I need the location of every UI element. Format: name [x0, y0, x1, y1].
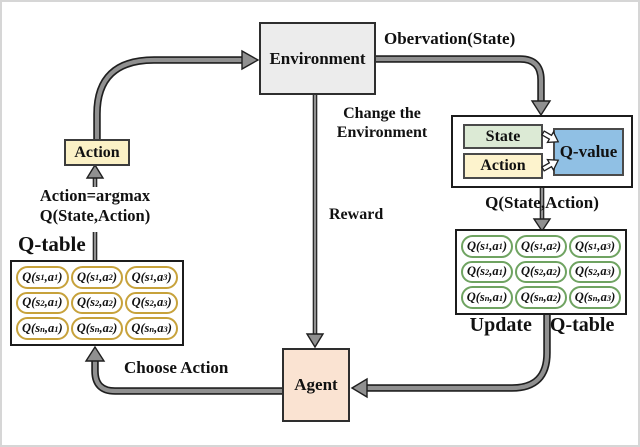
argmax-line1: Action=argmax	[39, 186, 151, 205]
q-state-action-label: Q(State,Action)	[485, 193, 599, 212]
arrow-qfunction-to-qtable	[532, 188, 552, 233]
action-box: Action	[64, 139, 130, 166]
action-box-label: Action	[74, 143, 120, 161]
qtable-title: Q-table	[18, 232, 86, 256]
choose-action-label: Choose Action	[124, 358, 229, 377]
agent-box: Agent	[282, 348, 350, 422]
reward-label: Reward	[329, 206, 384, 223]
update-qtable-word: Q-table	[549, 314, 615, 336]
mapping-arrows	[541, 130, 560, 172]
change-environment-label: Change the Environment	[326, 105, 438, 142]
update-word: Update	[469, 314, 532, 336]
observation-state-label: Obervation(State)	[384, 29, 516, 48]
state-label: State	[485, 127, 521, 145]
argmax-label: Action=argmax Q(State,Action)	[16, 186, 174, 226]
change-environment-line1: Change the	[343, 105, 421, 122]
environment-label: Environment	[269, 48, 366, 68]
action-input-label: Action	[480, 157, 526, 174]
argmax-line2: Q(State,Action)	[39, 206, 151, 225]
update-qtable-label: Update Q-table	[447, 314, 637, 337]
agent-label: Agent	[294, 375, 338, 394]
qvalue-box: Q-value	[553, 128, 624, 176]
environment-box: Environment	[259, 22, 376, 95]
arrow-action-to-environment	[93, 49, 260, 140]
arrow-qtable-to-action	[85, 163, 105, 261]
qvalue-label: Q-value	[559, 142, 618, 161]
state-box: State	[463, 124, 543, 149]
arrow-environment-to-state	[376, 55, 552, 117]
change-environment-line2: Environment	[336, 123, 428, 141]
action-input-box: Action	[463, 153, 543, 179]
state-to-qvalue-arrow-icon	[541, 130, 560, 144]
action-to-qvalue-arrow-icon	[541, 158, 560, 172]
arrow-agent-to-qtable	[84, 345, 282, 395]
arrow-environment-to-agent	[305, 95, 325, 349]
